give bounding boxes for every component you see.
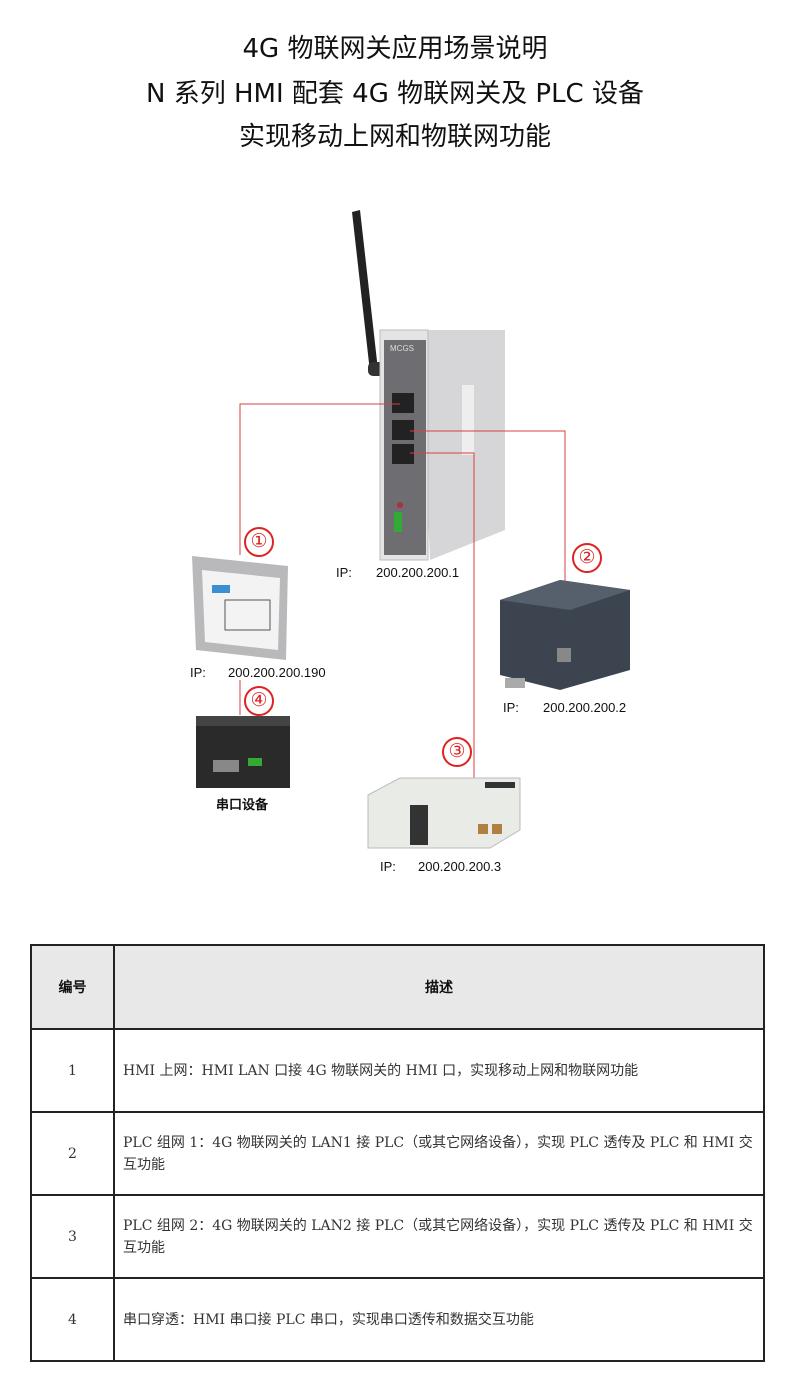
marker-3: ③ [442,737,472,767]
row-description: 串口穿透：HMI 串口接 PLC 串口，实现串口透传和数据交互功能 [113,1277,765,1362]
header-number: 编号 [30,944,115,1030]
plc1-ip-label: IP: [503,700,519,715]
plc2-ip: 200.200.200.3 [418,859,502,874]
row-description: HMI 上网：HMI LAN 口接 4G 物联网关的 HMI 口，实现移动上网和… [113,1028,765,1113]
hmi-device [192,556,288,660]
marker-1: ① [244,527,274,557]
serial-device [196,716,290,788]
gateway-device: MCGS [379,329,505,561]
gateway-brand: MCGS [390,344,414,353]
table-row: 3 PLC 组网 2：4G 物联网关的 LAN2 接 PLC（或其它网络设备），… [30,1194,765,1279]
row-description: PLC 组网 2：4G 物联网关的 LAN2 接 PLC（或其它网络设备），实现… [113,1194,765,1279]
network-diagram: MCGS [190,210,630,874]
row-description: PLC 组网 1：4G 物联网关的 LAN1 接 PLC（或其它网络设备），实现… [113,1111,765,1196]
hmi-ip: 200.200.200.190 [228,665,326,680]
gateway-ip-label: IP: [336,565,352,580]
table-row: 2 PLC 组网 1：4G 物联网关的 LAN1 接 PLC（或其它网络设备），… [30,1111,765,1196]
marker-2: ② [572,543,602,573]
hmi-ip-label: IP: [190,665,206,680]
row-number: 3 [30,1194,115,1279]
table-row: 4 串口穿透：HMI 串口接 PLC 串口，实现串口透传和数据交互功能 [30,1277,765,1362]
plc1-ip: 200.200.200.2 [543,700,627,715]
table-row: 1 HMI 上网：HMI LAN 口接 4G 物联网关的 HMI 口，实现移动上… [30,1028,765,1113]
gateway-ip: 200.200.200.1 [376,565,460,580]
header-description: 描述 [113,944,765,1030]
title-line-2: N 系列 HMI 配套 4G 物联网关及 PLC 设备 [146,79,644,109]
row-number: 1 [30,1028,115,1113]
serial-device-label: 串口设备 [216,797,269,812]
description-table: 编号 描述 1 HMI 上网：HMI LAN 口接 4G 物联网关的 HMI 口… [30,944,765,1362]
marker-4: ④ [244,686,274,716]
plc2-ip-label: IP: [380,859,396,874]
row-number: 2 [30,1111,115,1196]
title-line-1: 4G 物联网关应用场景说明 [242,34,548,64]
table-header-row: 编号 描述 [30,944,765,1030]
connection-lines [239,403,566,785]
row-number: 4 [30,1277,115,1362]
plc-device-2 [367,777,521,849]
plc-device-1 [500,580,630,690]
title-line-3: 实现移动上网和物联网功能 [238,122,551,152]
